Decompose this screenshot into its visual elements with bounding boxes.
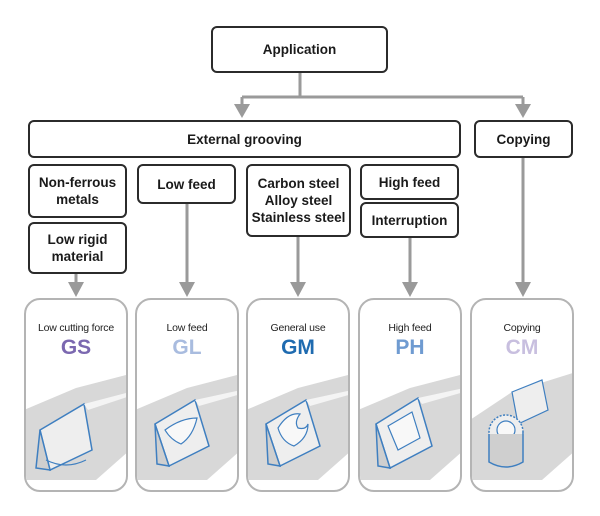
- card-desc-ph: High feed: [388, 322, 432, 334]
- card-desc-gl: Low feed: [166, 322, 208, 334]
- steels-line-3: Stainless steel: [251, 210, 346, 225]
- copying-branch-box: Copying: [474, 120, 573, 158]
- low-feed-label: Low feed: [157, 176, 216, 192]
- high-feed-box: High feed: [360, 164, 459, 200]
- low-rigid-line-2: material: [51, 249, 104, 264]
- nonferrous-metals-box: Non-ferrous metals: [28, 164, 127, 218]
- steels-line-1: Carbon steel: [257, 176, 340, 191]
- external-grooving-box: External grooving: [28, 120, 461, 158]
- copying-branch-label: Copying: [496, 131, 551, 147]
- low-feed-box: Low feed: [137, 164, 236, 204]
- low-rigid-material-box: Low rigid material: [28, 222, 127, 274]
- grooving-insert-gl-icon: [137, 375, 237, 480]
- application-box: Application: [211, 26, 388, 73]
- interruption-box: Interruption: [360, 202, 459, 238]
- card-code-gl: GL: [172, 336, 202, 359]
- card-desc-gs: Low cutting force: [38, 322, 114, 334]
- card-code-cm: CM: [505, 336, 539, 359]
- copying-insert-cm-icon: [472, 373, 572, 480]
- steels-line-2: Alloy steel: [264, 193, 333, 208]
- insert-card-gs: Low cutting force GS: [24, 298, 128, 492]
- card-code-gm: GM: [281, 336, 315, 359]
- card-code-ph: PH: [395, 336, 425, 359]
- card-desc-gm: General use: [270, 322, 326, 334]
- card-desc-cm: Copying: [503, 322, 541, 334]
- grooving-insert-ph-icon: [360, 375, 460, 480]
- steels-box: Carbon steel Alloy steel Stainless steel: [246, 164, 351, 237]
- insert-card-ph: High feed PH: [358, 298, 462, 492]
- application-label: Application: [262, 42, 337, 57]
- insert-card-gl: Low feed GL: [135, 298, 239, 492]
- interruption-label: Interruption: [371, 212, 448, 228]
- nonferrous-line-1: Non-ferrous: [38, 175, 117, 190]
- insert-card-gm: General use GM: [246, 298, 350, 492]
- insert-card-cm: Copying CM: [470, 298, 574, 492]
- nonferrous-line-2: metals: [56, 192, 99, 207]
- external-grooving-label: External grooving: [187, 131, 302, 147]
- card-code-gs: GS: [60, 336, 92, 359]
- high-feed-label: High feed: [378, 174, 441, 190]
- grooving-insert-gm-icon: [248, 375, 348, 480]
- grooving-insert-gs-icon: [26, 375, 126, 480]
- low-rigid-line-1: Low rigid: [47, 232, 108, 247]
